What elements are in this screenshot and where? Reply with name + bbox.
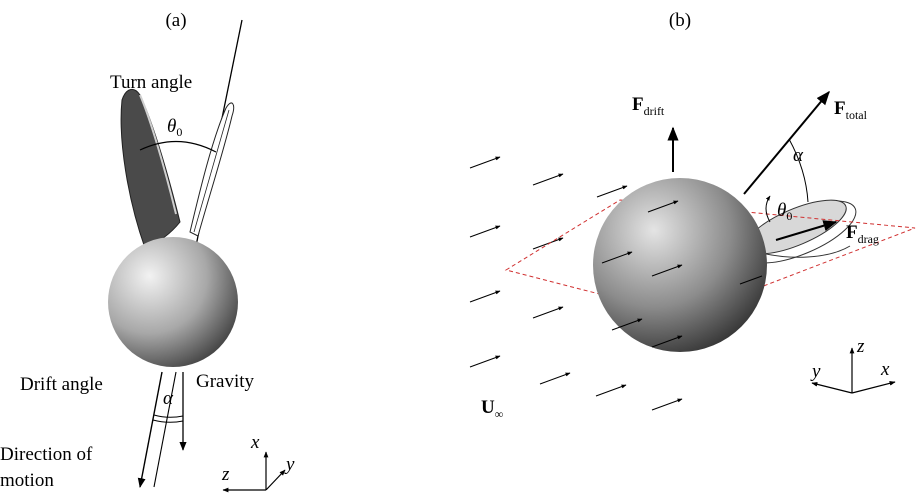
sphere-a <box>108 237 238 367</box>
f-total-arrow <box>743 90 830 195</box>
direction-label-line2: motion <box>0 470 54 491</box>
axes-a: x z y <box>221 432 295 493</box>
direction-arrow <box>137 371 163 488</box>
theta-label-b: θ0 <box>777 200 792 223</box>
turn-angle-label: Turn angle <box>110 72 192 93</box>
flow-arrow <box>532 306 564 319</box>
theta-arc-b <box>765 195 771 223</box>
flow-arrow <box>595 384 627 397</box>
flow-arrow <box>651 398 683 411</box>
axis-x-b <box>851 381 896 394</box>
alpha-label-b: α <box>793 145 804 166</box>
alpha-arc-inner <box>152 419 184 423</box>
direction-label-line1: Direction of <box>0 444 93 465</box>
alpha-label-a: α <box>163 388 174 409</box>
axis-y-b <box>811 381 853 394</box>
flow-arrow <box>469 225 501 238</box>
f-total-label: Ftotal <box>834 98 868 122</box>
panel-a: (a) Turn angle θ0 Drift angle Gravity α … <box>0 10 295 493</box>
axis-y-a <box>265 469 286 491</box>
panel-b-label: (b) <box>669 10 691 31</box>
direction-arrow-shadow <box>153 371 177 488</box>
flow-arrow <box>539 372 571 385</box>
flow-field-front <box>601 200 763 348</box>
drift-angle-label: Drift angle <box>20 374 103 395</box>
panel-b: (b) <box>469 10 916 421</box>
axis-z-b-label: z <box>856 336 865 357</box>
reference-wing-rib <box>193 109 230 233</box>
axis-z-a-label: z <box>221 464 230 485</box>
flow-field <box>469 156 683 411</box>
f-drift-label: Fdrift <box>632 94 665 118</box>
flow-arrow <box>469 355 501 368</box>
flow-arrow <box>647 200 679 213</box>
flow-arrow <box>611 318 643 331</box>
flow-arrow <box>532 173 564 186</box>
flow-arrow <box>469 290 501 303</box>
f-drag-arrow <box>775 220 838 241</box>
flow-arrow <box>532 237 564 250</box>
flow-arrow <box>601 251 633 264</box>
theta-arc <box>139 140 217 153</box>
alpha-arc-b <box>788 138 809 203</box>
flow-arrow <box>596 185 628 198</box>
u-infinity-label: U∞ <box>481 397 503 421</box>
sphere-b <box>593 178 767 352</box>
axis-y-b-label: y <box>810 361 821 382</box>
flow-arrow <box>651 335 683 348</box>
f-drag-label: Fdrag <box>846 222 879 246</box>
flow-arrow <box>469 156 501 169</box>
axis-x-a-label: x <box>250 432 260 453</box>
turned-wing <box>120 88 181 249</box>
turned-wing-edge <box>139 94 177 215</box>
axis-x-b-label: x <box>880 359 890 380</box>
flow-arrow <box>651 264 683 277</box>
theta-label: θ0 <box>167 116 182 139</box>
axes-b: z y x <box>810 336 896 394</box>
gravity-label: Gravity <box>196 371 255 392</box>
flow-arrow-trail <box>739 275 763 285</box>
panel-a-label: (a) <box>165 10 186 31</box>
axis-y-a-label: y <box>284 454 295 475</box>
alpha-arc <box>153 414 184 418</box>
